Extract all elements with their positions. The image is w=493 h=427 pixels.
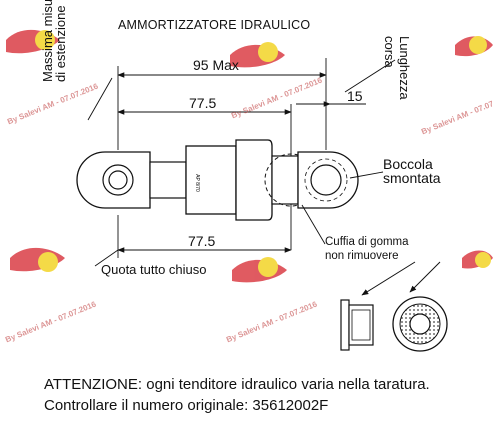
closed-dimension-label: Quota tutto chiuso	[101, 262, 207, 277]
warning-note: ATTENZIONE: ogni tenditore idraulico var…	[44, 376, 430, 393]
leader-line	[301, 204, 326, 245]
watermark-logo	[232, 257, 287, 283]
watermark-logo	[230, 42, 285, 68]
dimension-label-closed: 77.5	[188, 233, 216, 249]
leader-line	[344, 59, 396, 93]
right-eye-mount	[297, 151, 359, 209]
max-extension-line-2: di estenzione	[53, 5, 68, 82]
max-extension-label: Massima misura di estenzione	[40, 0, 68, 82]
leader-line	[349, 171, 384, 179]
watermark-logo	[6, 29, 60, 54]
bushing-label-line-1: Boccola	[383, 156, 433, 172]
stroke-length-line-1: Lunghezza	[397, 36, 412, 100]
bushing-front-view	[392, 296, 448, 352]
bushing-label-line-2: smontata	[383, 170, 441, 186]
detail-arrow	[361, 261, 416, 296]
part-number-note: Controllare il numero originale: 3561200…	[44, 397, 329, 414]
rubber-boot	[235, 139, 273, 221]
diagram-title: AMMORTIZZATORE IDRAULICO	[118, 18, 311, 32]
cylinder-body	[185, 145, 237, 215]
piston-rod	[149, 161, 187, 199]
left-eye-mount	[76, 151, 151, 209]
watermark-logo	[455, 36, 493, 57]
dimension-label-overall: 95 Max	[193, 57, 239, 73]
stroke-length-label: Lunghezza corsa	[382, 36, 412, 100]
boot-label-line-1: Cuffia di gomma	[325, 236, 409, 248]
leader-line	[87, 77, 113, 121]
leader-line	[94, 249, 119, 267]
boot-collar	[271, 155, 299, 205]
dimension-label-extended: 77.5	[189, 95, 217, 111]
watermark-logo	[10, 247, 65, 272]
dimension-label-stroke: 15	[347, 88, 363, 104]
watermark-logo	[462, 250, 493, 269]
bushing-side-view	[340, 299, 374, 351]
body-marking: AP 8/70	[194, 174, 200, 192]
detail-arrow	[409, 261, 441, 293]
stroke-length-line-2: corsa	[382, 36, 397, 68]
boot-label-line-2: non rimuovere	[325, 250, 399, 262]
